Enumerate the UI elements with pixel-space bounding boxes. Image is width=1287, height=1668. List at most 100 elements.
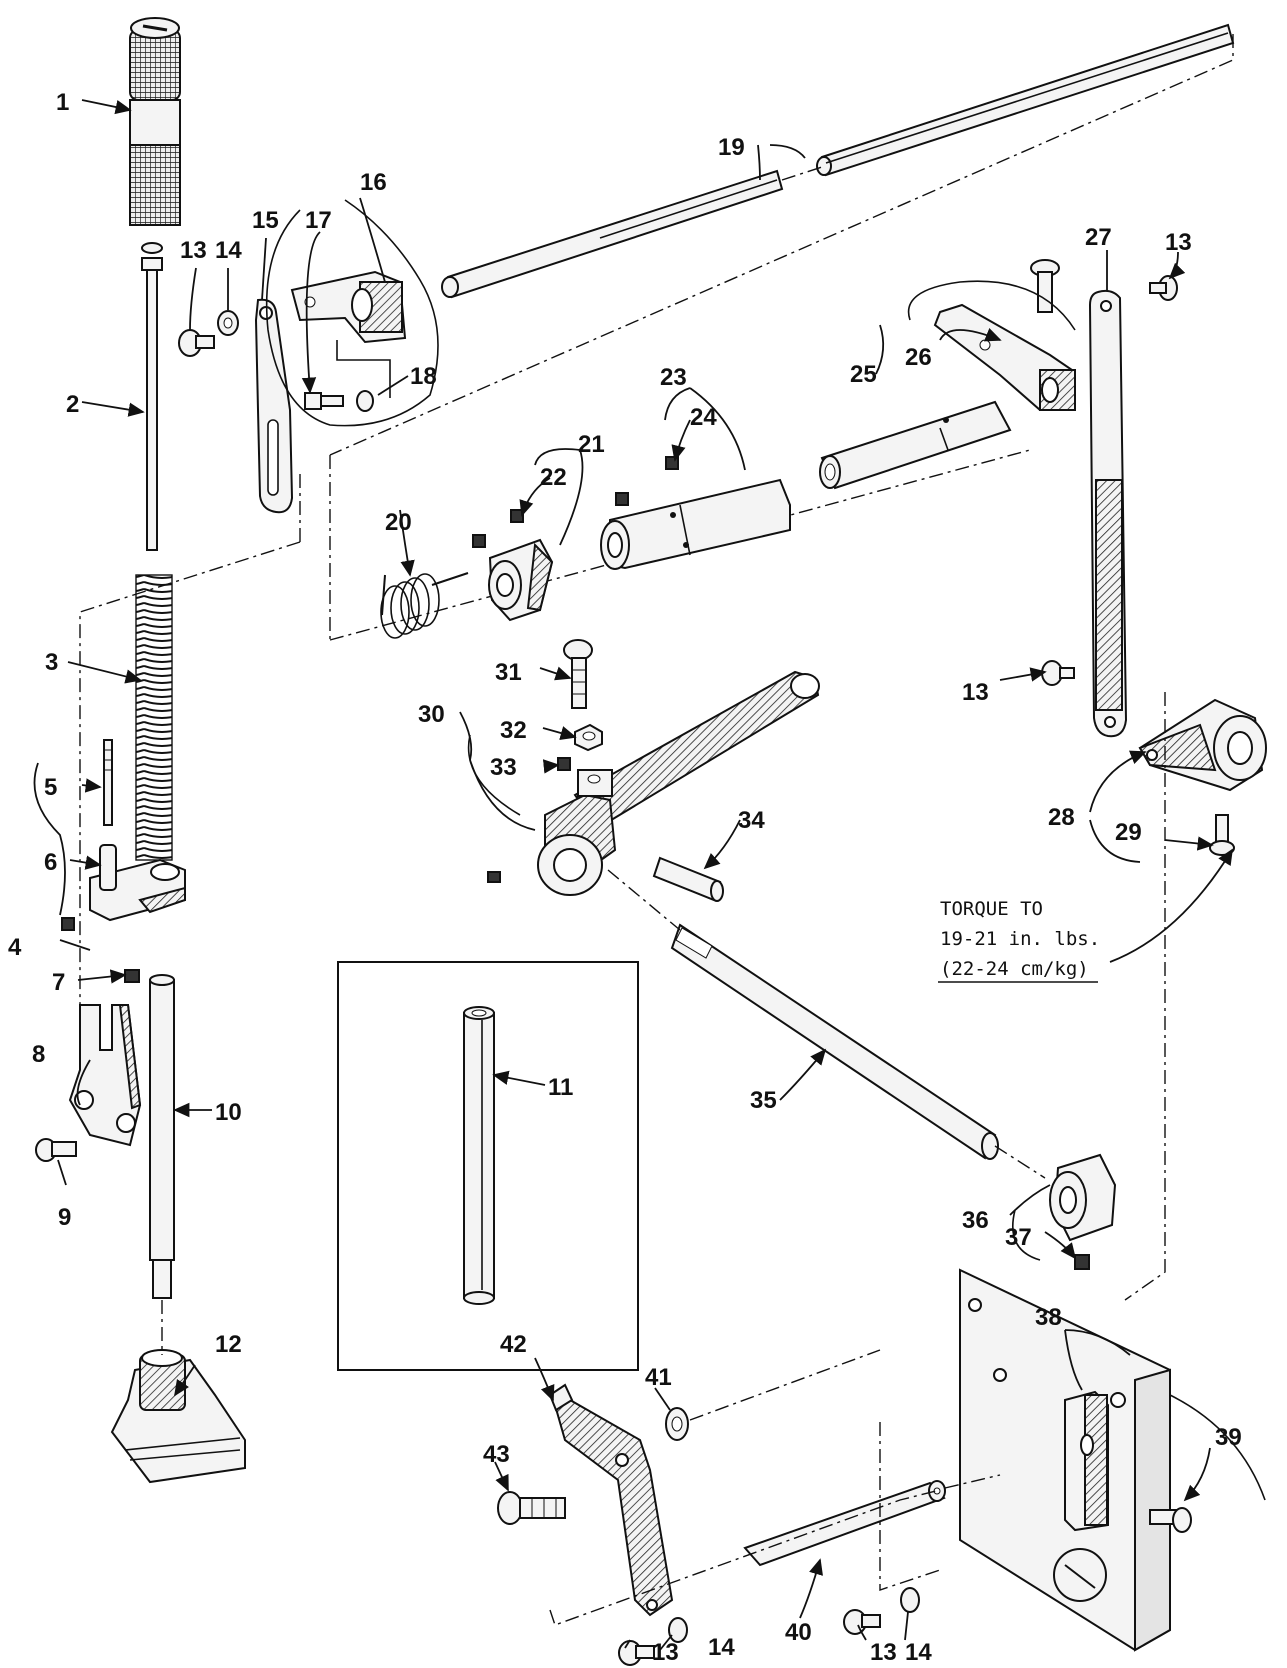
label-5: 5 — [44, 774, 57, 801]
label-18: 18 — [410, 363, 437, 390]
label-6: 6 — [44, 849, 57, 876]
label-23: 23 — [660, 364, 687, 391]
label-43: 43 — [483, 1441, 510, 1468]
foot-lifter-lever — [548, 1383, 674, 1617]
label-12: 12 — [215, 1331, 242, 1358]
label-32: 32 — [500, 717, 527, 744]
lever-washer — [665, 1407, 689, 1441]
crank-arm-26 — [933, 303, 1076, 411]
rod-washer-right — [900, 1587, 920, 1613]
label-27: 27 — [1085, 224, 1112, 251]
torque-note-line-2: 19-21 in. lbs. — [940, 928, 1100, 950]
label-3: 3 — [45, 649, 58, 676]
connecting-link — [1088, 289, 1128, 738]
label-38: 38 — [1035, 1304, 1062, 1331]
lifter-lever — [537, 670, 820, 896]
right-phantom-frame — [1124, 692, 1166, 1301]
label-36: 36 — [962, 1207, 989, 1234]
lifter-shaft — [670, 923, 999, 1160]
label-40: 40 — [785, 1619, 812, 1646]
left-phantom-frame — [79, 541, 301, 1005]
presser-bar-tube — [149, 974, 175, 1299]
link-shoulder-screw-top — [1149, 275, 1178, 301]
label-14-c: 14 — [905, 1639, 932, 1666]
torque-note-line-1: TORQUE TO — [940, 898, 1043, 920]
rock-shaft-left — [441, 169, 784, 299]
label-15: 15 — [252, 207, 279, 234]
inset-frame — [337, 961, 639, 1371]
label-13-a: 13 — [180, 237, 207, 264]
label-20: 20 — [385, 509, 412, 536]
link-shoulder-screw-bottom — [1041, 660, 1075, 686]
presser-bar-rod — [141, 242, 163, 551]
label-2: 2 — [66, 391, 79, 418]
rod-screw-right — [843, 1609, 881, 1635]
label-10: 10 — [215, 1099, 242, 1126]
detail-callout-loop-26 — [907, 280, 1076, 331]
bushing-tube — [463, 1006, 495, 1305]
collar-set-screw-37 — [1074, 1254, 1090, 1270]
label-35: 35 — [750, 1087, 777, 1114]
label-11: 11 — [548, 1074, 573, 1101]
label-4: 4 — [8, 934, 22, 961]
rod-screw-left — [618, 1640, 655, 1666]
lever-shoulder-screw — [497, 1491, 566, 1525]
lever-clamp-screw — [487, 871, 501, 883]
lifter-link — [254, 298, 294, 514]
torque-note-line-3: (22-24 cm/kg) — [940, 958, 1089, 980]
label-24: 24 — [690, 404, 717, 431]
label-22: 22 — [540, 464, 567, 491]
rod-washer-left — [668, 1617, 688, 1643]
detail-callout-loop-16 — [265, 199, 439, 427]
detail-callout-loop-36 — [1011, 1209, 1041, 1261]
crank-clamp-screw — [304, 392, 344, 410]
label-7: 7 — [52, 969, 65, 996]
label-37: 37 — [1005, 1224, 1032, 1251]
label-8: 8 — [32, 1041, 45, 1068]
bed-casting — [959, 1268, 1266, 1652]
lift-crank — [1138, 698, 1267, 792]
label-33: 33 — [490, 754, 517, 781]
bracket-screw — [1149, 1507, 1192, 1533]
label-26: 26 — [905, 344, 932, 371]
rock-shaft-sleeve — [819, 400, 1012, 490]
label-9: 9 — [58, 1204, 71, 1231]
label-13-b: 13 — [1165, 229, 1192, 256]
guide-screw-stud — [103, 739, 113, 826]
crank-arm-screw — [1030, 259, 1060, 313]
lever-set-screw — [557, 757, 571, 771]
bottom-phantom-frame — [549, 1489, 941, 1626]
label-39: 39 — [1215, 1424, 1242, 1451]
torsion-spring — [380, 572, 469, 639]
lifter-crank-clamp — [290, 270, 407, 344]
spring-collar — [488, 538, 554, 622]
label-30: 30 — [418, 701, 445, 728]
coupling-set-screws — [615, 456, 679, 506]
guide-screw — [99, 844, 117, 891]
label-13-c: 13 — [962, 679, 989, 706]
label-1: 1 — [56, 89, 69, 116]
lifter-plate-screw — [35, 1138, 77, 1162]
presser-foot-lifter-plate — [68, 1004, 142, 1147]
label-34: 34 — [738, 807, 765, 834]
shaft-collar — [1049, 1153, 1117, 1242]
lever-connecting-rod — [743, 1480, 946, 1567]
pressure-regulating-thumb-screw — [129, 17, 181, 226]
lever-pin — [652, 856, 724, 902]
rock-shaft-coupling — [600, 478, 791, 570]
lifter-bracket — [1064, 1390, 1109, 1532]
crank-clamp-screw-29 — [1209, 814, 1235, 856]
rock-shaft-phantom-frame — [329, 34, 1234, 456]
label-19: 19 — [718, 134, 745, 161]
presser-foot — [110, 1349, 246, 1484]
collar-set-screws — [472, 509, 524, 548]
label-14-b: 14 — [708, 1634, 735, 1661]
label-21: 21 — [578, 431, 605, 458]
bracket-set-screws — [61, 917, 140, 983]
label-13-d: 13 — [652, 1639, 679, 1666]
rock-shaft-right — [816, 23, 1235, 177]
hinge-washer — [217, 310, 239, 336]
hinge-screw — [178, 329, 215, 357]
label-28: 28 — [1048, 804, 1075, 831]
